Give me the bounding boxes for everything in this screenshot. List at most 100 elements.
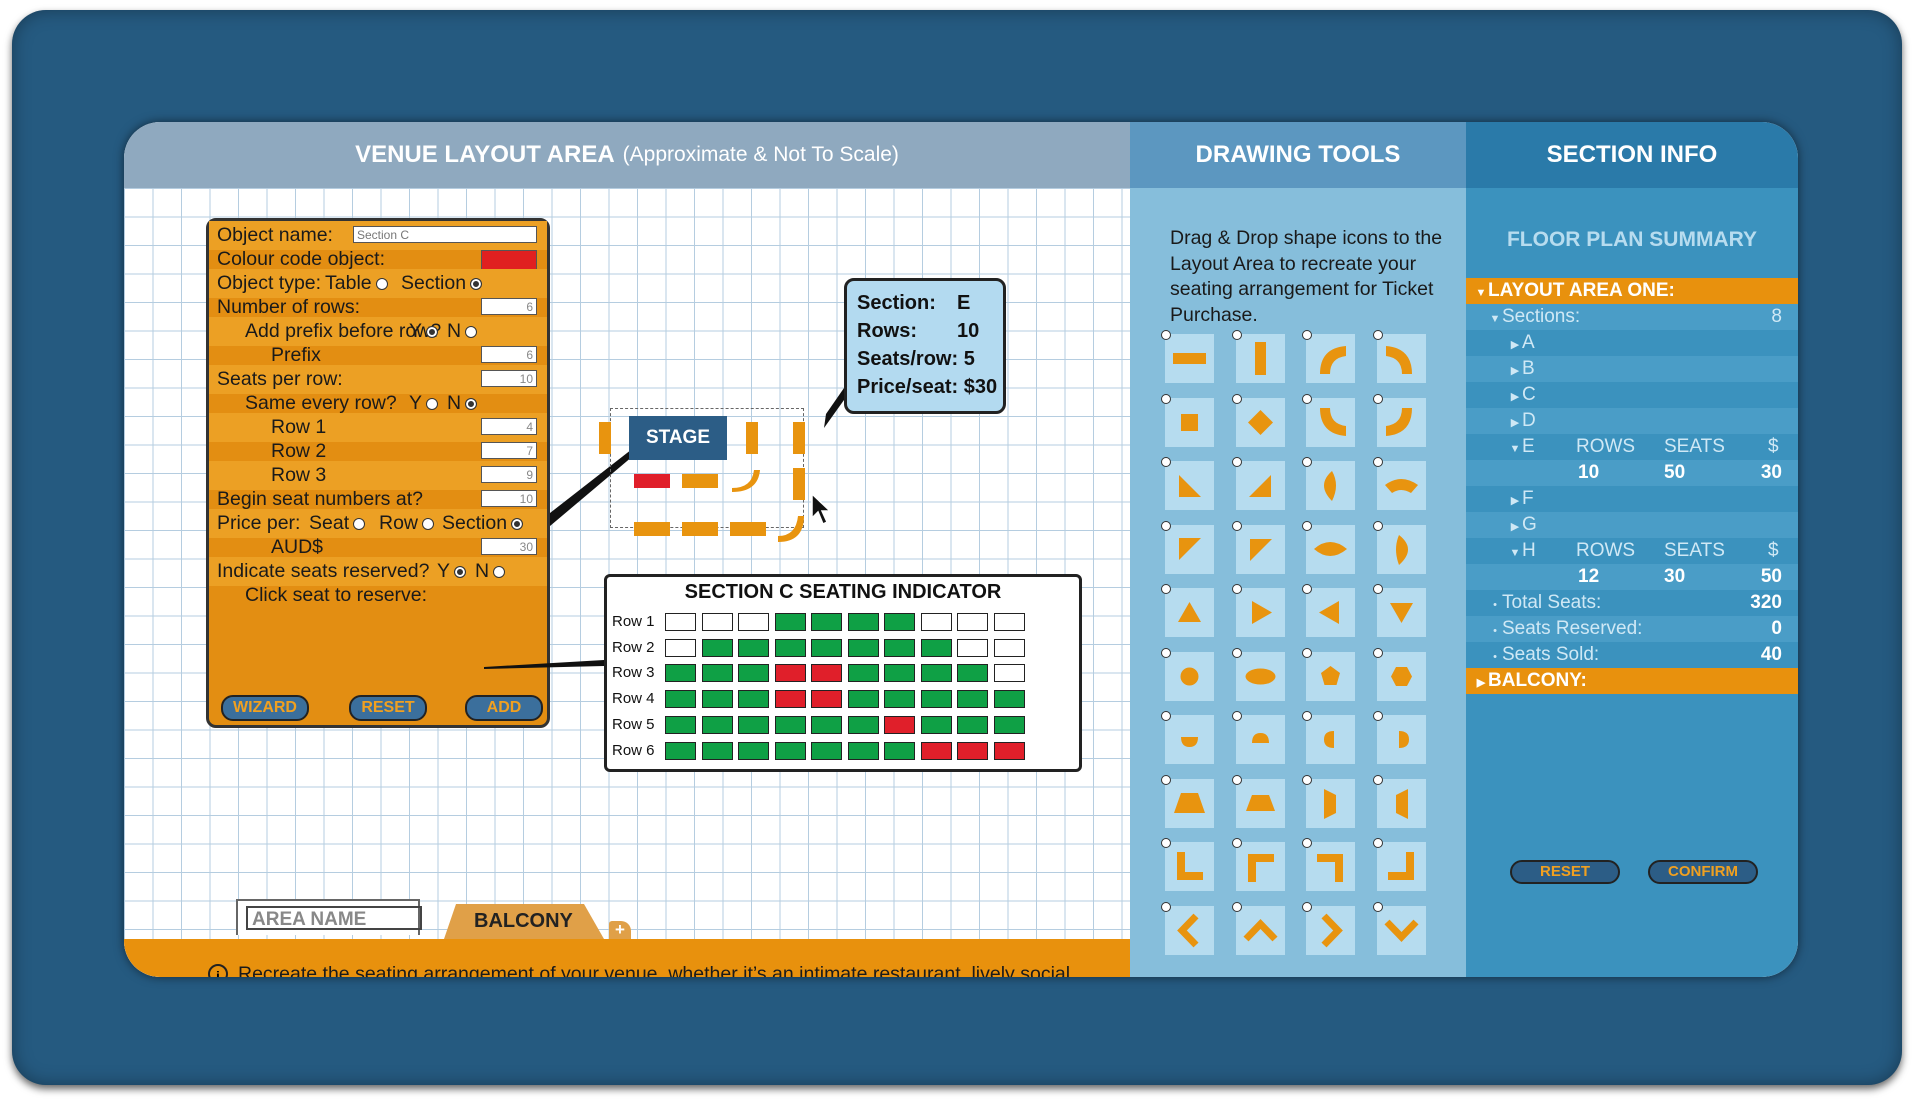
price-row-radio[interactable] xyxy=(422,517,435,530)
tri-left-shape-icon[interactable] xyxy=(1302,584,1355,637)
empty-seat[interactable] xyxy=(993,613,1025,631)
layout-area-one-row[interactable]: ▼LAYOUT AREA ONE: xyxy=(1466,278,1798,304)
drag-handle[interactable] xyxy=(1231,584,1242,594)
available-seat[interactable] xyxy=(920,638,952,657)
rows-input[interactable]: 6 xyxy=(481,298,537,315)
begin-seat-input[interactable]: 10 xyxy=(481,490,537,507)
price-seat-radio[interactable] xyxy=(353,517,366,530)
drag-handle[interactable] xyxy=(1372,647,1383,658)
lens-v-shape-icon[interactable] xyxy=(1302,457,1355,510)
seat-block[interactable] xyxy=(682,474,718,488)
drag-handle[interactable] xyxy=(1231,711,1242,721)
drag-handle[interactable] xyxy=(1372,901,1383,912)
empty-seat[interactable] xyxy=(957,613,988,631)
reserved-seat[interactable] xyxy=(774,690,806,709)
object-type-section-radio[interactable] xyxy=(470,277,483,290)
available-seat[interactable] xyxy=(774,638,806,657)
available-seat[interactable] xyxy=(738,715,769,734)
available-seat[interactable] xyxy=(957,715,988,734)
drag-handle[interactable] xyxy=(1161,711,1171,721)
seats-per-row-input[interactable]: 10 xyxy=(481,370,537,387)
drag-handle[interactable] xyxy=(1161,774,1171,785)
available-seat[interactable] xyxy=(884,690,915,709)
drag-handle[interactable] xyxy=(1302,457,1312,467)
stage[interactable]: STAGE xyxy=(629,416,727,460)
section-f-row[interactable]: ▶F xyxy=(1466,486,1798,512)
available-seat[interactable] xyxy=(847,690,879,709)
wizard-button[interactable]: WIZARD xyxy=(221,695,309,721)
prefix-input[interactable]: 6 xyxy=(481,346,537,363)
reserved-seat[interactable] xyxy=(920,741,952,760)
row3-input[interactable]: 9 xyxy=(481,466,537,483)
section-e-row[interactable]: ▼E ROWS SEATS $ xyxy=(1466,434,1798,460)
available-seat[interactable] xyxy=(920,715,952,734)
drag-handle[interactable] xyxy=(1302,647,1312,658)
venue-layout-area[interactable]: Object name: Section C Colour code objec… xyxy=(124,188,1130,977)
corner-tl-shape-icon[interactable] xyxy=(1231,838,1285,891)
add-button[interactable]: ADD xyxy=(465,695,543,721)
available-seat[interactable] xyxy=(884,638,915,657)
diamond-shape-icon[interactable] xyxy=(1231,393,1285,447)
reserved-seat[interactable] xyxy=(884,715,915,734)
hexagon-shape-icon[interactable] xyxy=(1372,647,1426,701)
tri-right-shape-icon[interactable] xyxy=(1231,584,1285,637)
available-seat[interactable] xyxy=(774,741,806,760)
reserved-no-radio[interactable] xyxy=(493,565,506,578)
tri-tl-shape-icon[interactable] xyxy=(1161,520,1214,574)
section-c-row[interactable]: ▶C xyxy=(1466,382,1798,408)
drag-handle[interactable] xyxy=(1231,774,1242,785)
available-seat[interactable] xyxy=(847,664,879,683)
available-seat[interactable] xyxy=(993,715,1025,734)
ellipse-shape-icon[interactable] xyxy=(1231,647,1285,701)
area-name-input[interactable]: AREA NAME xyxy=(246,906,422,930)
seat-block[interactable] xyxy=(793,422,805,454)
available-seat[interactable] xyxy=(847,613,879,631)
drag-handle[interactable] xyxy=(1161,330,1171,340)
section-g-row[interactable]: ▶G xyxy=(1466,512,1798,538)
empty-seat[interactable] xyxy=(993,638,1025,657)
seat-block[interactable] xyxy=(599,422,611,454)
drag-handle[interactable] xyxy=(1161,838,1171,848)
drag-handle[interactable] xyxy=(1372,711,1383,721)
drag-handle[interactable] xyxy=(1161,901,1171,912)
drag-handle[interactable] xyxy=(1302,774,1312,785)
empty-seat[interactable] xyxy=(701,613,733,631)
drag-handle[interactable] xyxy=(1231,457,1242,467)
vbar-shape-icon[interactable] xyxy=(1231,330,1285,383)
available-seat[interactable] xyxy=(811,613,842,631)
prefix-yes-radio[interactable] xyxy=(426,325,439,338)
seat-block[interactable] xyxy=(793,468,805,500)
reserved-seat[interactable] xyxy=(993,741,1025,760)
lens-v2-shape-icon[interactable] xyxy=(1372,520,1426,574)
available-seat[interactable] xyxy=(920,664,952,683)
drag-handle[interactable] xyxy=(1302,711,1312,721)
chevron-left-shape-icon[interactable] xyxy=(1161,901,1214,955)
same-yes-radio[interactable] xyxy=(426,397,439,410)
drag-handle[interactable] xyxy=(1161,647,1171,658)
prefix-no-radio[interactable] xyxy=(465,325,478,338)
available-seat[interactable] xyxy=(665,741,696,760)
drag-handle[interactable] xyxy=(1231,330,1242,340)
drag-handle[interactable] xyxy=(1372,838,1383,848)
confirm-button[interactable]: CONFIRM xyxy=(1648,860,1758,884)
seat-block[interactable] xyxy=(634,522,670,536)
drag-handle[interactable] xyxy=(1302,393,1312,404)
available-seat[interactable] xyxy=(884,613,915,631)
square-shape-icon[interactable] xyxy=(1161,393,1214,447)
lip-shape-icon[interactable] xyxy=(1302,520,1355,574)
half-left-shape-icon[interactable] xyxy=(1302,711,1355,764)
available-seat[interactable] xyxy=(774,715,806,734)
row1-input[interactable]: 4 xyxy=(481,418,537,435)
drag-handle[interactable] xyxy=(1372,457,1383,467)
form-reset-button[interactable]: RESET xyxy=(349,695,427,721)
arc-br-shape-icon[interactable] xyxy=(1372,393,1426,447)
available-seat[interactable] xyxy=(738,741,769,760)
circle-shape-icon[interactable] xyxy=(1161,647,1214,701)
chevron-down-shape-icon[interactable] xyxy=(1372,901,1426,955)
price-section-radio[interactable] xyxy=(511,517,524,530)
empty-seat[interactable] xyxy=(920,613,952,631)
drag-handle[interactable] xyxy=(1372,520,1383,531)
drag-handle[interactable] xyxy=(1231,393,1242,404)
object-type-table-radio[interactable] xyxy=(375,277,388,290)
half-right-shape-icon[interactable] xyxy=(1372,711,1426,764)
